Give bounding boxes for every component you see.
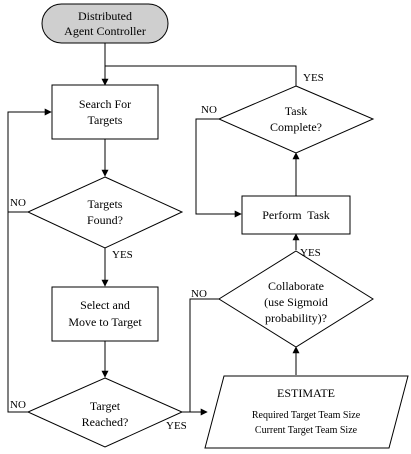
controller-label-line2: Agent Controller bbox=[64, 24, 146, 38]
estimate-line2: Current Target Team Size bbox=[255, 425, 358, 436]
collaborate-label-line2: (use Sigmoid bbox=[264, 295, 328, 309]
node-perform-task: Perform Task bbox=[241, 195, 351, 235]
node-estimate: ESTIMATE Required Target Team Size Curre… bbox=[204, 375, 409, 449]
perform-label: Perform Task bbox=[262, 208, 330, 222]
node-collaborate-decision: Collaborate (use Sigmoid probability)? bbox=[218, 250, 374, 348]
edge-label-complete-no: NO bbox=[201, 104, 217, 116]
node-select-and-move: Select and Move to Target bbox=[51, 286, 159, 342]
edge-label-found-no: NO bbox=[10, 197, 26, 209]
node-distributed-agent-controller: Distributed Agent Controller bbox=[41, 3, 169, 44]
edge-label-reached-yes: YES bbox=[166, 420, 187, 432]
node-search-for-targets: Search For Targets bbox=[51, 84, 159, 140]
edge-label-collaborate-no: NO bbox=[191, 288, 207, 300]
edge-label-collaborate-yes: YES bbox=[300, 247, 321, 259]
edge-collaborate-no bbox=[189, 298, 219, 412]
node-target-reached-decision: Target Reached? bbox=[26, 377, 184, 448]
collaborate-label-line1: Collaborate bbox=[268, 279, 324, 293]
edge-label-complete-yes: YES bbox=[303, 72, 324, 84]
found-label-line2: Found? bbox=[87, 213, 123, 227]
edge-label-reached-no: NO bbox=[10, 399, 26, 411]
controller-label-line1: Distributed bbox=[78, 9, 132, 23]
search-label-line1: Search For bbox=[79, 97, 131, 111]
node-targets-found-decision: Targets Found? bbox=[26, 176, 184, 249]
reached-label-line2: Reached? bbox=[82, 415, 129, 429]
complete-label-line1: Task bbox=[285, 104, 308, 118]
estimate-title: ESTIMATE bbox=[277, 386, 335, 400]
edge-complete-yes-to-search bbox=[105, 65, 297, 86]
collaborate-label-line3: probability)? bbox=[265, 311, 327, 325]
complete-label-line2: Complete? bbox=[270, 120, 322, 134]
edge-complete-no-to-perform bbox=[195, 118, 242, 218]
found-label-line1: Targets bbox=[88, 197, 123, 211]
edge-reached-no-to-search bbox=[7, 112, 28, 413]
edge-label-found-yes: YES bbox=[112, 249, 133, 261]
select-label-line1: Select and bbox=[80, 298, 130, 312]
search-label-line2: Targets bbox=[88, 113, 123, 127]
node-task-complete-decision: Task Complete? bbox=[217, 85, 375, 154]
estimate-line1: Required Target Team Size bbox=[252, 410, 361, 421]
reached-label-line1: Target bbox=[90, 399, 121, 413]
select-label-line2: Move to Target bbox=[68, 315, 142, 329]
